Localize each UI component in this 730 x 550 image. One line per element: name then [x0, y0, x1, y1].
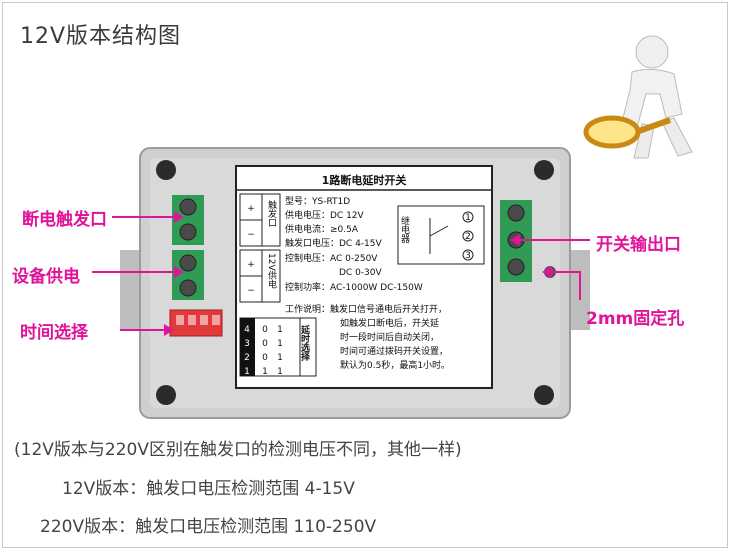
terminal-bottom-label: 12V供电	[266, 253, 277, 289]
svg-text:2: 2	[244, 353, 250, 363]
svg-text:1: 1	[277, 367, 283, 377]
callout-trigger-port: 断电触发口	[22, 210, 107, 230]
svg-text:0: 0	[262, 325, 268, 335]
spec-trigger-voltage: 触发口电压：DC 4-15V	[285, 237, 383, 249]
work-desc-line-4: 时间可通过拨码开关设置，	[340, 345, 448, 357]
svg-text:−: −	[247, 286, 255, 296]
mounting-hole-bottom-left	[156, 385, 176, 405]
panel-header: 1路断电延时开关	[322, 173, 407, 187]
terminal-top-label: 触发口	[266, 199, 277, 227]
callout-device-power: 设备供电	[12, 267, 80, 287]
svg-text:1: 1	[277, 353, 283, 363]
dip-caption: 延时选择	[299, 324, 311, 362]
svg-text:1: 1	[244, 367, 250, 377]
spec-current: 供电电流：≥0.5A	[285, 223, 359, 235]
work-desc-line-2: 如触发口断电后，开关延	[340, 317, 439, 329]
svg-text:继电器: 继电器	[399, 215, 410, 243]
callout-fixing-hole: 2mm固定孔	[586, 309, 685, 329]
work-desc-line-1: 工作说明：触发口信号通电后开关打开，	[285, 303, 447, 315]
callout-time-select: 时间选择	[20, 323, 88, 343]
note-12v-range: 12V版本：触发口电压检测范围 4-15V	[62, 479, 355, 499]
svg-text:4: 4	[244, 325, 250, 335]
mounting-hole-top-left	[156, 160, 176, 180]
callout-switch-output: 开关输出口	[596, 235, 681, 255]
mounting-hole-bottom-right	[534, 385, 554, 405]
svg-text:0: 0	[262, 353, 268, 363]
svg-text:3: 3	[244, 339, 250, 349]
work-desc-line-3: 时一段时间后自动关闭，	[340, 331, 439, 343]
svg-text:0: 0	[262, 339, 268, 349]
svg-text:1: 1	[262, 367, 268, 377]
svg-text:1: 1	[277, 325, 283, 335]
spec-model: 型号：YS-RT1D	[285, 196, 350, 207]
spec-control-power: 控制功率：AC-1000W DC-150W	[285, 281, 423, 293]
spec-control-voltage-dc: DC 0-30V	[339, 268, 383, 278]
note-220v-range: 220V版本：触发口电压检测范围 110-250V	[40, 517, 377, 537]
work-desc-line-5: 默认为0.5秒，最高1小时。	[340, 359, 450, 371]
label-panel	[235, 165, 493, 389]
svg-text:3: 3	[465, 251, 471, 261]
page-title: 12V版本结构图	[20, 24, 182, 49]
svg-text:+: +	[247, 204, 255, 214]
spec-voltage: 供电电压：DC 12V	[285, 209, 365, 221]
spec-control-voltage: 控制电压：AC 0-250V	[285, 252, 378, 264]
svg-text:−: −	[247, 230, 255, 240]
mounting-hole-top-right	[534, 160, 554, 180]
svg-text:2: 2	[465, 232, 471, 242]
svg-text:1: 1	[277, 339, 283, 349]
figure-magnifier-icon	[583, 35, 693, 159]
note-difference: (12V版本与220V区别在触发口的检测电压不同，其他一样)	[14, 440, 462, 460]
svg-text:1: 1	[465, 213, 471, 223]
svg-text:+: +	[247, 260, 255, 270]
relay-diagram	[397, 205, 485, 265]
